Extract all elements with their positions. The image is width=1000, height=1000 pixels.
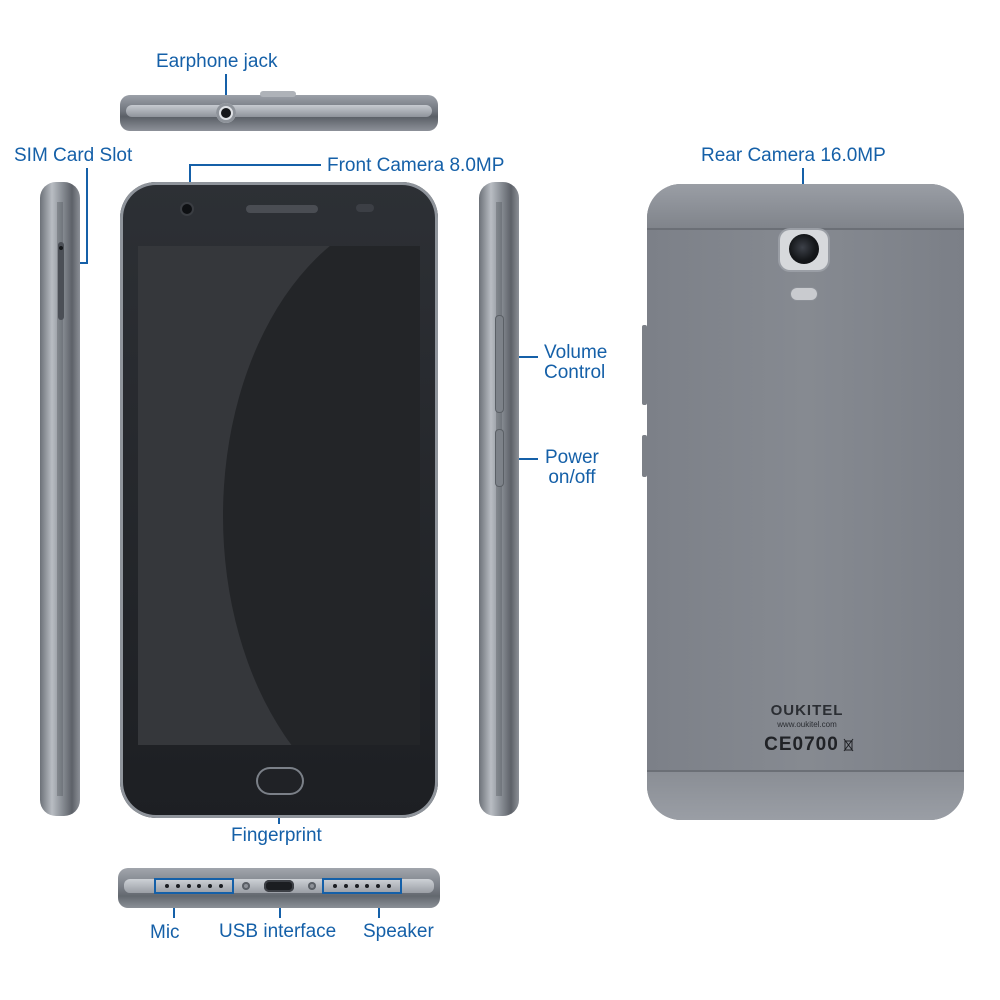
back-bottom-cap xyxy=(647,770,964,820)
rear-flash xyxy=(791,288,817,300)
speaker-label: Speaker xyxy=(363,921,434,942)
mic-hole xyxy=(175,884,180,888)
volume-label-line1: Volume xyxy=(544,342,608,363)
screen-reflection xyxy=(223,246,420,745)
rear-camera-label: Rear Camera 16.0MP xyxy=(701,145,886,166)
speaker-hole xyxy=(354,884,359,888)
back-volume-button-edge xyxy=(642,325,647,405)
sim-slot-leader-v xyxy=(86,168,88,264)
fingerprint-sensor xyxy=(258,769,302,793)
power-label: Power on/off xyxy=(545,448,599,488)
phone-back-view: OUKITEL www.oukitel.com CE0700 xyxy=(647,184,964,820)
mic-hole xyxy=(165,884,170,888)
earphone-jack xyxy=(216,103,236,123)
usb-port xyxy=(264,880,294,892)
phone-screen xyxy=(138,246,420,745)
mic-hole xyxy=(218,884,223,888)
screw-left xyxy=(242,882,250,890)
side-strip xyxy=(57,202,63,796)
back-website: www.oukitel.com xyxy=(777,720,837,729)
phone-right-side-view xyxy=(479,182,519,816)
sim-card-slot-label: SIM Card Slot xyxy=(14,145,133,166)
back-brand-logo: OUKITEL xyxy=(770,702,844,719)
speaker-hole xyxy=(375,884,380,888)
rear-camera-lens xyxy=(789,234,819,264)
screw-right xyxy=(308,882,316,890)
earphone-jack-label: Earphone jack xyxy=(156,51,278,72)
top-edge-band xyxy=(126,105,432,117)
rear-camera xyxy=(780,230,828,270)
mic-hole xyxy=(186,884,191,888)
speaker-hole xyxy=(343,884,348,888)
speaker-hole xyxy=(365,884,370,888)
power-label-line2: on/off xyxy=(548,467,596,488)
front-camera xyxy=(182,204,192,214)
back-certification: CE0700 xyxy=(754,732,864,758)
front-camera-leader-h xyxy=(189,164,321,166)
back-power-button-edge xyxy=(642,435,647,477)
usb-interface-label: USB interface xyxy=(219,921,337,942)
volume-control-label: Volume Control xyxy=(544,343,607,383)
power-label-line1: Power xyxy=(545,447,599,468)
power-button xyxy=(496,430,503,486)
back-top-cap xyxy=(647,184,964,230)
mic-hole xyxy=(197,884,202,888)
volume-label-line2: Control xyxy=(544,362,606,383)
weee-bin-icon xyxy=(843,738,854,752)
speaker-hole xyxy=(386,884,391,888)
volume-button xyxy=(496,316,503,412)
phone-top-view xyxy=(120,91,438,131)
mic-label: Mic xyxy=(150,922,180,943)
earphone-jack-hole xyxy=(221,108,231,118)
top-mic-slot xyxy=(260,91,296,97)
mic-hole xyxy=(207,884,212,888)
earphone-jack-leader xyxy=(225,74,227,108)
phone-left-side-view xyxy=(40,182,80,816)
front-camera-leader-v xyxy=(189,164,191,198)
ce-marking: CE0700 xyxy=(764,734,839,755)
speaker-hole xyxy=(333,884,338,888)
side-strip-right xyxy=(496,202,502,796)
fingerprint-label: Fingerprint xyxy=(231,825,322,846)
sim-eject-hole xyxy=(59,246,63,250)
speaker-grille xyxy=(322,878,402,894)
proximity-sensor xyxy=(356,204,374,212)
phone-bottom-view xyxy=(118,868,440,908)
front-camera-label: Front Camera 8.0MP xyxy=(327,155,505,176)
sim-card-slot xyxy=(58,242,64,320)
mic-grille xyxy=(154,878,234,894)
earpiece-speaker xyxy=(246,205,318,213)
phone-front-view xyxy=(120,182,438,818)
